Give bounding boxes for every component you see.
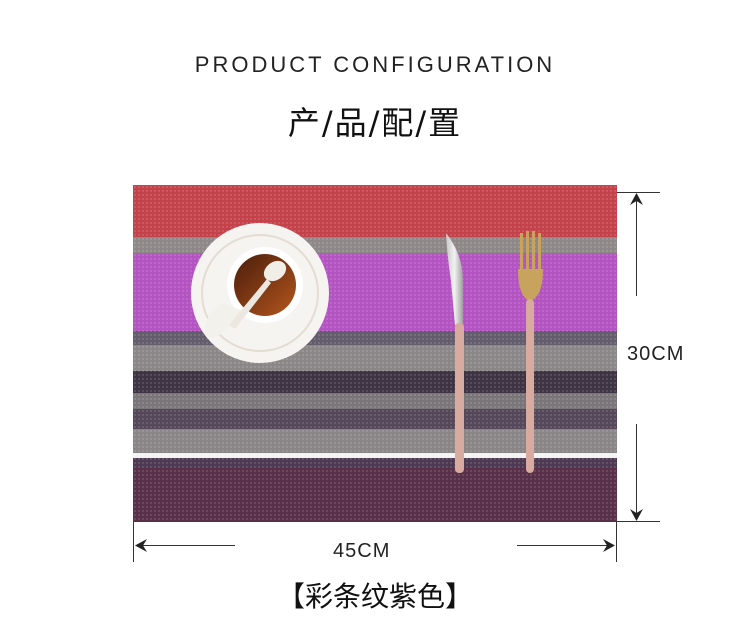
dim-horizontal-line-left (140, 545, 235, 546)
cup-handle (204, 303, 243, 338)
width-label: 45CM (333, 540, 391, 562)
arrow-right-icon (603, 539, 615, 552)
product-variant-caption: 【彩条纹紫色】 (276, 580, 473, 613)
dim-vertical-line-top (636, 196, 637, 296)
dim-right-tick (616, 522, 617, 562)
arrow-up-icon (630, 193, 643, 205)
dim-vertical-line-bottom (636, 424, 637, 516)
dim-left-tick (133, 522, 134, 562)
arrow-down-icon (630, 509, 643, 521)
height-label: 30CM (627, 343, 685, 365)
spoon-handle (229, 279, 271, 329)
dim-horizontal-line-right (517, 545, 611, 546)
dim-top-tick (617, 192, 660, 193)
title-chinese: 产/品/配/置 (287, 104, 463, 142)
placemat-illustration (133, 185, 617, 522)
placemat-image (133, 185, 617, 522)
knife-handle (455, 323, 464, 473)
knife-blade (446, 233, 463, 325)
spoon-bowl (263, 260, 287, 282)
title-english: PRODUCT CONFIGURATION (194, 52, 556, 77)
arrow-left-icon (135, 539, 147, 552)
dim-bottom-tick (617, 521, 660, 522)
fork (518, 231, 543, 473)
